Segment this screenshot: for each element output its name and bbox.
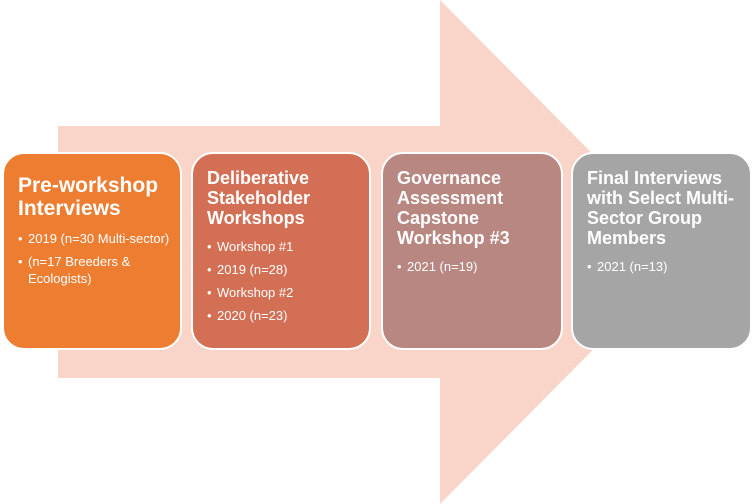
stage-bullet-list: 2021 (n=13) [587, 258, 740, 275]
stage-card-pre-workshop-interviews: Pre-workshop Interviews 2019 (n=30 Multi… [2, 152, 182, 350]
stage-title: Final Interviews with Select Multi-Secto… [587, 168, 735, 248]
stage-card-governance-assessment: Governance Assessment Capstone Workshop … [381, 152, 563, 350]
stage-title: Governance Assessment Capstone Workshop … [397, 168, 510, 248]
stage-bullet-list: 2019 (n=30 Multi-sector) (n=17 Breeders … [18, 230, 170, 287]
stage-bullet: 2019 (n=28) [207, 261, 359, 278]
process-arrow-shape [58, 0, 690, 504]
stage-bullet: 2020 (n=23) [207, 307, 359, 324]
stage-bullet-list: Workshop #1 2019 (n=28) Workshop #2 2020… [207, 238, 359, 324]
stage-title: Deliberative Stakeholder Workshops [207, 168, 311, 228]
stage-bullet-list: 2021 (n=19) [397, 258, 551, 275]
stage-bullet: 2021 (n=13) [587, 258, 740, 275]
stage-bullet: Workshop #1 [207, 238, 359, 255]
stage-bullet: 2021 (n=19) [397, 258, 551, 275]
stage-bullet: (n=17 Breeders & Ecologists) [18, 253, 170, 287]
stage-card-final-interviews: Final Interviews with Select Multi-Secto… [571, 152, 752, 350]
stage-title: Pre-workshop Interviews [18, 174, 159, 220]
stage-bullet: 2019 (n=30 Multi-sector) [18, 230, 170, 247]
stage-bullet: Workshop #2 [207, 284, 359, 301]
stage-card-deliberative-workshops: Deliberative Stakeholder Workshops Works… [191, 152, 371, 350]
